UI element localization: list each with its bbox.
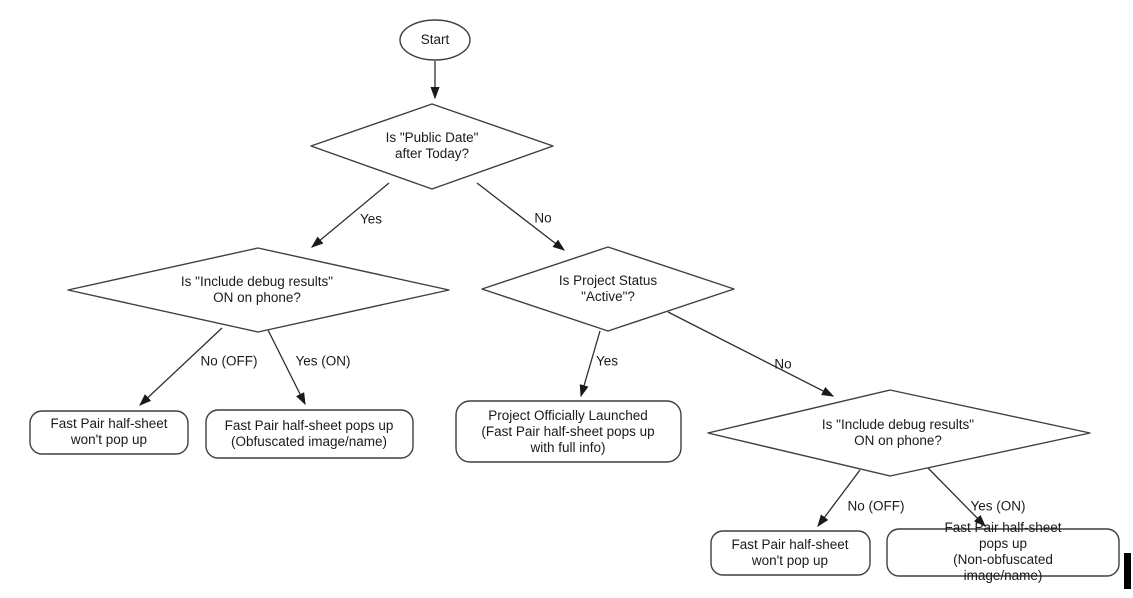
outcome-no-popup-right-shape bbox=[710, 530, 871, 576]
outcome-launched-label: Project Officially Launched (Fast Pair h… bbox=[481, 408, 655, 455]
arrow-yes-to-debug-left bbox=[311, 182, 390, 248]
arrow-yes-on-to-non-obfuscated bbox=[927, 467, 986, 527]
text-cursor-artifact bbox=[1124, 553, 1131, 589]
arrow-no-to-debug-right bbox=[667, 311, 835, 397]
outcome-obfuscated-shape bbox=[205, 409, 414, 459]
decision-debug-right-label: Is "Include debug results" ON on phone? bbox=[821, 417, 975, 448]
outcome-no-popup-left-label: Fast Pair half-sheet won't pop up bbox=[50, 416, 168, 447]
edge-label-yes-mid: Yes bbox=[595, 353, 619, 369]
edge-label-no-off-left: No (OFF) bbox=[200, 353, 258, 369]
decision-debug-left-shape bbox=[67, 247, 450, 333]
edge-label-yes-on-right: Yes (ON) bbox=[970, 498, 1026, 514]
decision-public-date-label: Is "Public Date" after Today? bbox=[385, 130, 479, 161]
arrow-no-off-to-wont-popup-right bbox=[817, 469, 861, 528]
edge-label-no-mid: No bbox=[774, 356, 792, 372]
decision-debug-left-label: Is "Include debug results" ON on phone? bbox=[180, 274, 334, 305]
edge-label-no-top: No bbox=[534, 210, 552, 226]
outcome-non-obfuscated-label: Fast Pair half-sheet pops up (Non-obfusc… bbox=[944, 520, 1062, 583]
outcome-obfuscated-label: Fast Pair half-sheet pops up (Obfuscated… bbox=[224, 418, 394, 449]
arrow-no-to-project-status bbox=[476, 182, 566, 251]
arrow-yes-to-launched bbox=[579, 330, 601, 398]
edge-label-yes-top: Yes bbox=[359, 211, 383, 227]
outcome-non-obfuscated-shape bbox=[886, 528, 1120, 577]
start-node-label: Start bbox=[420, 32, 450, 47]
decision-public-date-shape bbox=[310, 103, 554, 190]
decision-debug-right-shape bbox=[707, 389, 1091, 477]
decision-project-status-shape bbox=[481, 246, 735, 332]
edge-label-no-off-right: No (OFF) bbox=[847, 498, 905, 514]
outcome-no-popup-right-label: Fast Pair half-sheet won't pop up bbox=[731, 537, 849, 568]
outcome-launched-shape bbox=[455, 400, 682, 463]
arrow-yes-on-to-obfuscated bbox=[267, 329, 306, 406]
edge-label-yes-on-left: Yes (ON) bbox=[295, 353, 351, 369]
start-terminator-shape bbox=[399, 19, 471, 61]
decision-project-status-label: Is Project Status "Active"? bbox=[558, 273, 658, 304]
arrow-no-off-to-wont-popup-left bbox=[139, 327, 223, 406]
outcome-no-popup-left-shape bbox=[29, 410, 189, 455]
